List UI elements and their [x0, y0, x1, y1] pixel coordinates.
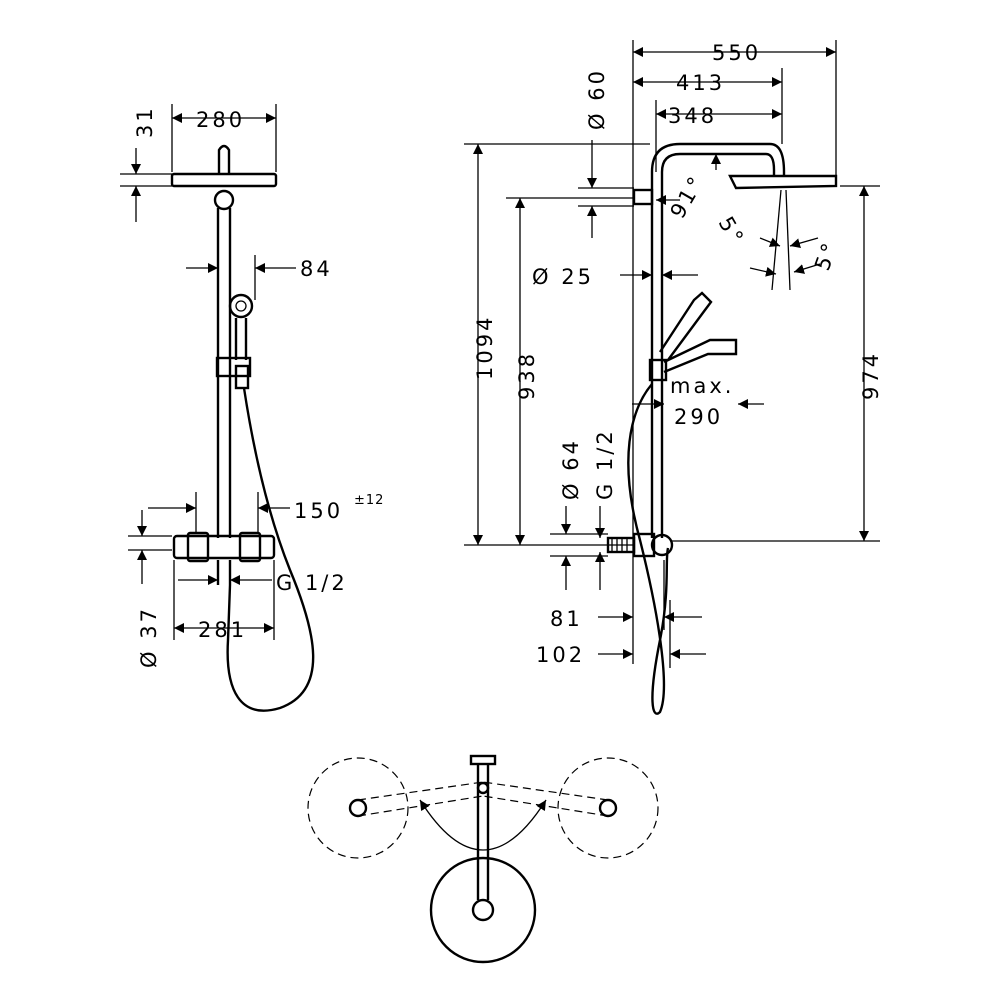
dim-25: Ø 25 [532, 265, 698, 289]
riser-rail-front [216, 208, 232, 585]
dim-bracket-height-text: 938 [515, 351, 539, 400]
shower-hose-front [226, 387, 315, 712]
dim-max-label-text: max. [670, 374, 734, 398]
wall-bracket-top [469, 754, 497, 766]
dim-pipe-dia-text: Ø 25 [532, 265, 594, 289]
dim-281: 281 [173, 560, 275, 642]
dim-bar-offset-text: 84 [300, 257, 333, 281]
rotation-circle-right [557, 757, 659, 859]
top-view [307, 754, 659, 964]
rotation-circle-left [307, 757, 409, 859]
dim-max-value-text: 290 [674, 405, 723, 429]
dim-head-height-text: 31 [133, 105, 157, 138]
dim-31: 31 [120, 105, 172, 222]
dim-connection-text: G 1/2 [276, 571, 348, 595]
dim-150: 150 ±12 [148, 492, 384, 534]
dim-91deg: 91° [656, 154, 721, 223]
dim-thermostat-dia-text: Ø 37 [137, 606, 161, 668]
dim-60: Ø 60 [578, 68, 634, 238]
side-view: 550 413 348 Ø 60 91° 5° [464, 40, 883, 715]
dim-inlet-text: G 1/2 [593, 428, 617, 500]
dim-wall-81-text: 81 [550, 607, 583, 631]
dim-413: 413 [633, 68, 783, 144]
dim-81: 81 [550, 560, 702, 631]
front-view: 31 280 84 150 ±12 Ø 37 [120, 104, 384, 712]
thermostat-front [172, 531, 276, 563]
hand-shower-side [648, 291, 738, 382]
dim-rosette-dia-text: Ø 64 [559, 438, 583, 500]
dim-head-height-side-text: 974 [859, 351, 883, 400]
dim-102: 102 [536, 600, 706, 668]
dim-938: 938 [506, 197, 634, 545]
dim-total-height-text: 1094 [473, 315, 497, 380]
dim-64: Ø 64 [550, 438, 608, 590]
dim-5deg-b: 5° [749, 237, 843, 277]
dim-974: 974 [670, 185, 883, 542]
overhead-shower-top [429, 856, 537, 964]
dim-550: 550 [633, 40, 837, 176]
hand-shower-front [215, 293, 254, 390]
dim-max-290: max. 290 [632, 374, 764, 429]
dim-84: 84 [186, 255, 333, 300]
dim-tilt-angle-text: 91° [666, 170, 710, 222]
dim-5deg-a: 5° [714, 213, 819, 251]
overhead-shower-front [170, 144, 278, 211]
dim-348: 348 [655, 100, 782, 172]
dim-spray-angle-1-text: 5° [714, 213, 750, 251]
dim-thermostat-width-text: 281 [198, 618, 247, 642]
dim-head-width-text: 280 [196, 108, 245, 132]
dim-arm-projection-text: 413 [676, 71, 725, 95]
riser-pipe-side [632, 142, 786, 538]
dim-g12-front: G 1/2 [178, 571, 348, 595]
dim-37: Ø 37 [128, 510, 172, 668]
dim-wall-102-text: 102 [536, 643, 585, 667]
dim-spray-angle-2-text: 5° [810, 237, 843, 273]
dim-arm-length-text: 348 [668, 104, 717, 128]
dim-280: 280 [171, 104, 277, 172]
dim-arm-dia-text: Ø 60 [585, 68, 609, 130]
dim-hose-tolerance-text: ±12 [354, 493, 384, 508]
dim-total-projection-text: 550 [712, 41, 761, 65]
dim-hose-reach-text: 150 [294, 499, 343, 523]
dim-g12-side: G 1/2 [593, 428, 617, 590]
dim-1094: 1094 [464, 143, 650, 546]
